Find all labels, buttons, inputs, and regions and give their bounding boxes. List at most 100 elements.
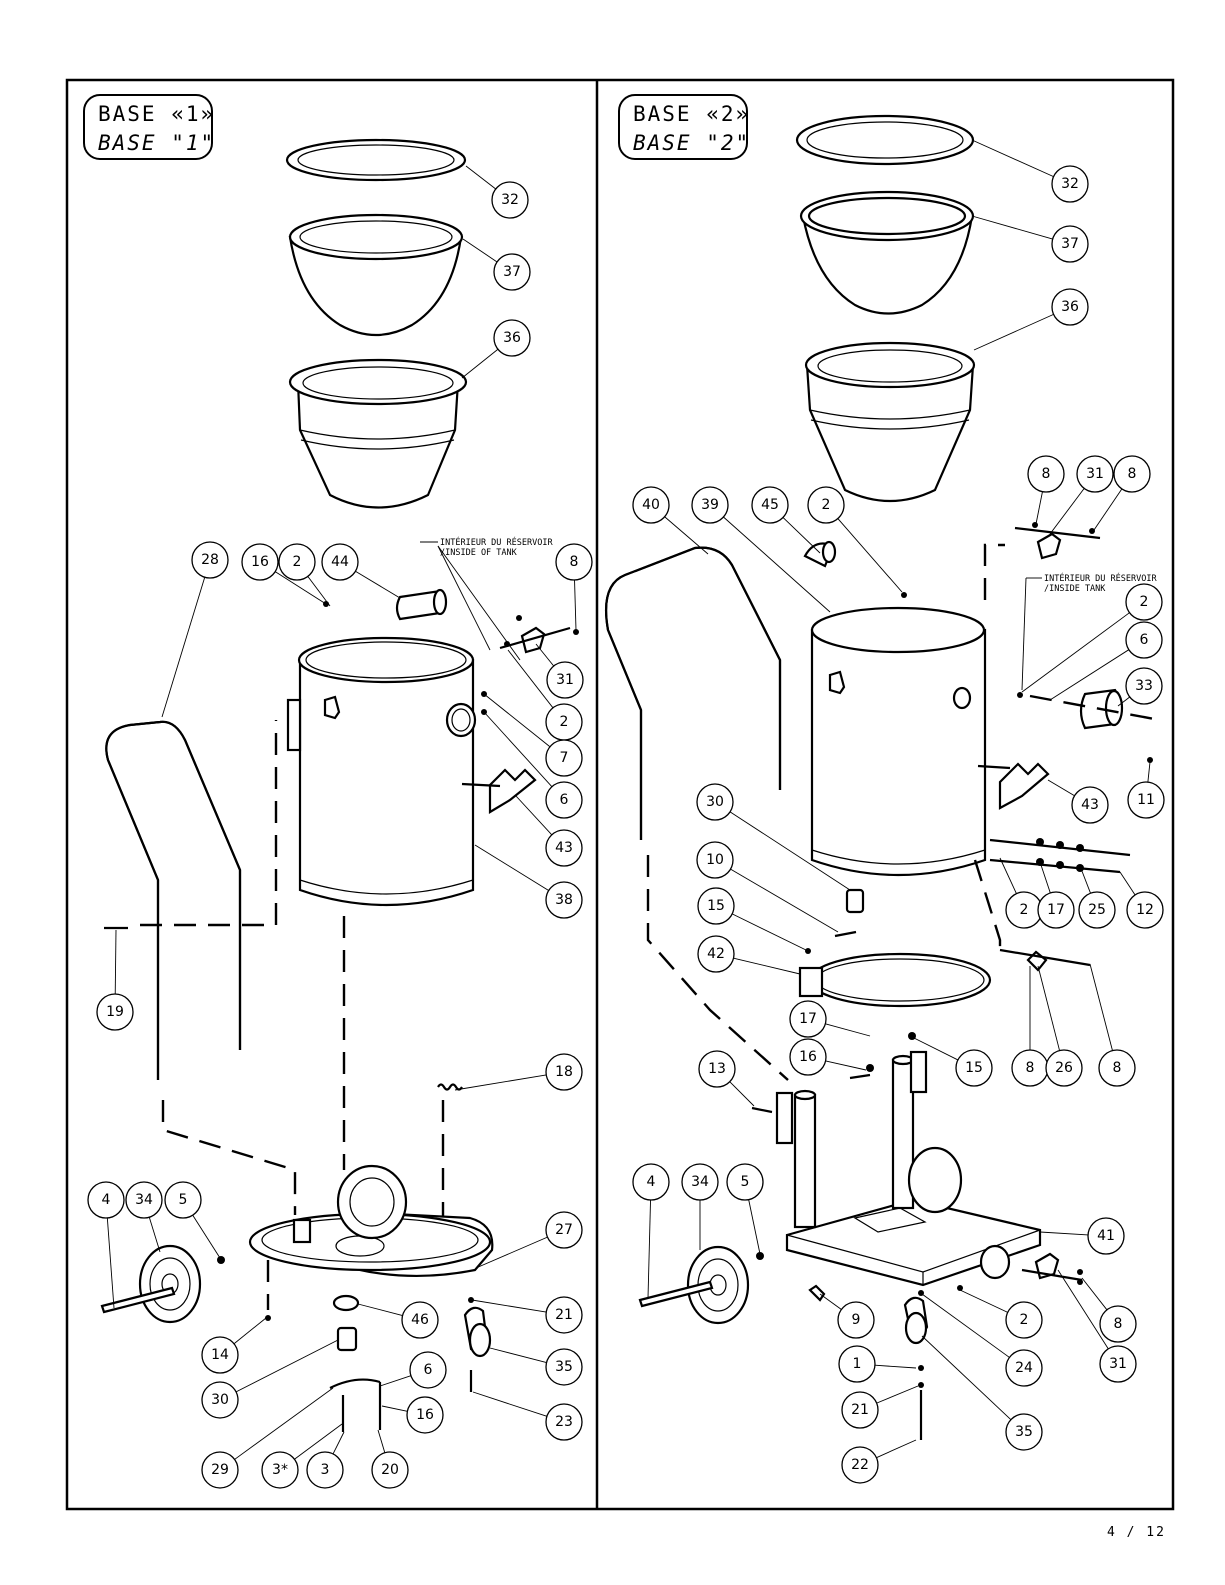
base2-leader-line: [1119, 871, 1136, 896]
base1-leader-line: [106, 1217, 115, 1309]
base1-callout-label: 38: [555, 892, 573, 908]
base2-leader-line: [1117, 696, 1131, 707]
base2-callout-circle: [681, 1163, 719, 1201]
base2-callout-label: 30: [706, 794, 724, 810]
base1-callout-circle: [241, 543, 279, 581]
base1-callout-label: 5: [179, 1192, 188, 1208]
base1-leader-line: [379, 1375, 412, 1387]
base2-callout-label: 2: [1020, 902, 1029, 918]
base2-callout-label: 15: [965, 1060, 983, 1076]
base1-tank-note: INTÉRIEUR DU RÉSERVOIR /INSIDE OF TANK: [420, 536, 553, 661]
base1-leader-line: [472, 1391, 548, 1417]
base1-callout-label: 21: [555, 1307, 573, 1323]
base2-leader-line: [971, 139, 1054, 178]
base2-tank-note: INTÉRIEUR DU RÉSERVOIR /INSIDE TANK: [1021, 572, 1157, 691]
base2-callout-circle: [1087, 1217, 1125, 1255]
base1-callout-circle: [401, 1301, 439, 1339]
base2-callout-label: 13: [708, 1061, 726, 1077]
base1-callout-label: 36: [503, 330, 521, 346]
base2-leader-line: [819, 1293, 842, 1310]
base1-leader-line: [233, 1317, 267, 1345]
base2-callout-circle: [1125, 667, 1163, 705]
base1-callout-circle: [493, 253, 531, 291]
base1-callout-label: 2: [293, 554, 302, 570]
base2-callout-label: 1: [853, 1356, 862, 1372]
base1-leader-line: [114, 929, 117, 995]
base2-callout-label: 2: [1020, 1312, 1029, 1328]
base2-leader-line: [647, 1199, 651, 1299]
base2-callout-label: 17: [1047, 902, 1065, 918]
base2-callout-label: 43: [1081, 797, 1099, 813]
base2-callout-circle: [1125, 621, 1163, 659]
base1-callout-label: 14: [211, 1347, 229, 1363]
base1-callout-circle: [371, 1451, 409, 1489]
base1-callout-label: 34: [135, 1192, 153, 1208]
base1-callout-circle: [545, 1053, 583, 1091]
base2-callout-circle: [838, 1345, 876, 1383]
base2-callout-label: 22: [851, 1457, 869, 1473]
base1-callout-label: 30: [211, 1392, 229, 1408]
base2-callout-label: 40: [642, 497, 660, 513]
base2-callout-label: 36: [1061, 299, 1079, 315]
base1-leader-line: [489, 1347, 547, 1363]
base1-leader-line: [148, 1217, 161, 1253]
base2-leader-line: [971, 215, 1053, 240]
base2-callout-circle: [698, 1050, 736, 1088]
base1-callout-label: 4: [102, 1192, 111, 1208]
base1-callout-circle: [545, 881, 583, 919]
base1-leader-line: [475, 1236, 548, 1269]
base2-callout-label: 10: [706, 852, 724, 868]
base2-callout-circle: [696, 841, 734, 879]
svg-text:/INSIDE OF TANK: /INSIDE OF TANK: [440, 548, 518, 558]
base1-callout-circle: [545, 1211, 583, 1249]
base2-leader-line: [837, 518, 903, 593]
sheet-frame: [65, 78, 1175, 1511]
base2-callout-label: 31: [1109, 1356, 1127, 1372]
base1-callout-circle: [261, 1451, 299, 1489]
base1-callout-label: 29: [211, 1462, 229, 1478]
base1-leader-line: [192, 1214, 221, 1259]
base2-leader-line: [729, 1081, 755, 1107]
base1-leader-line: [357, 1303, 403, 1316]
base1-callout-label: 3*: [272, 1462, 288, 1478]
base1-callout-circle: [164, 1181, 202, 1219]
base2-callout-label: 6: [1140, 632, 1149, 648]
base2-callout-circle: [837, 1301, 875, 1339]
base2-leader-line: [664, 516, 709, 555]
base2-callout-circle: [1051, 165, 1089, 203]
base1-callout-circle: [546, 661, 584, 699]
base2-leader-line: [1081, 1277, 1108, 1311]
base2-leader-line: [913, 1037, 959, 1061]
base2-parts: [604, 114, 1161, 1440]
base2-leader-line: [782, 517, 821, 554]
base2-callout-circle: [691, 486, 729, 524]
base2-callout-label: 2: [822, 497, 831, 513]
base1-callout-label: 20: [381, 1462, 399, 1478]
base2-callout-circle: [841, 1391, 879, 1429]
base1-leader-line: [235, 1339, 339, 1393]
base1-callout-label: 16: [251, 554, 269, 570]
base2-leader-line: [1089, 963, 1113, 1051]
base1-callout-circle: [545, 781, 583, 819]
base1-callout-circle: [555, 543, 593, 581]
base1-callout-label: 7: [560, 750, 569, 766]
base2-callout-label: 45: [761, 497, 779, 513]
base1-leader-line: [454, 1074, 547, 1091]
base2-callout-label: 34: [691, 1174, 709, 1190]
base1-callout-circle: [406, 1396, 444, 1434]
base1-callout-circle: [306, 1451, 344, 1489]
base1-callout-label: 19: [106, 1004, 124, 1020]
base1-leader-line: [461, 348, 499, 379]
base2-title-box: BASE «2» BASE "2": [618, 94, 748, 160]
base1-leader-line: [535, 643, 555, 667]
base1-callout-circle: [87, 1181, 125, 1219]
base2-callout-circle: [1099, 1345, 1137, 1383]
base1-callout-label: 35: [555, 1359, 573, 1375]
base2-callout-circle: [789, 1000, 827, 1038]
base2-callout-label: 33: [1135, 678, 1153, 694]
base2-callout-circle: [789, 1038, 827, 1076]
base2-callout-label: 39: [701, 497, 719, 513]
base2-leader-line: [1079, 865, 1091, 894]
base1-leader-line: [462, 238, 498, 263]
base2-leader-line: [1039, 861, 1051, 894]
